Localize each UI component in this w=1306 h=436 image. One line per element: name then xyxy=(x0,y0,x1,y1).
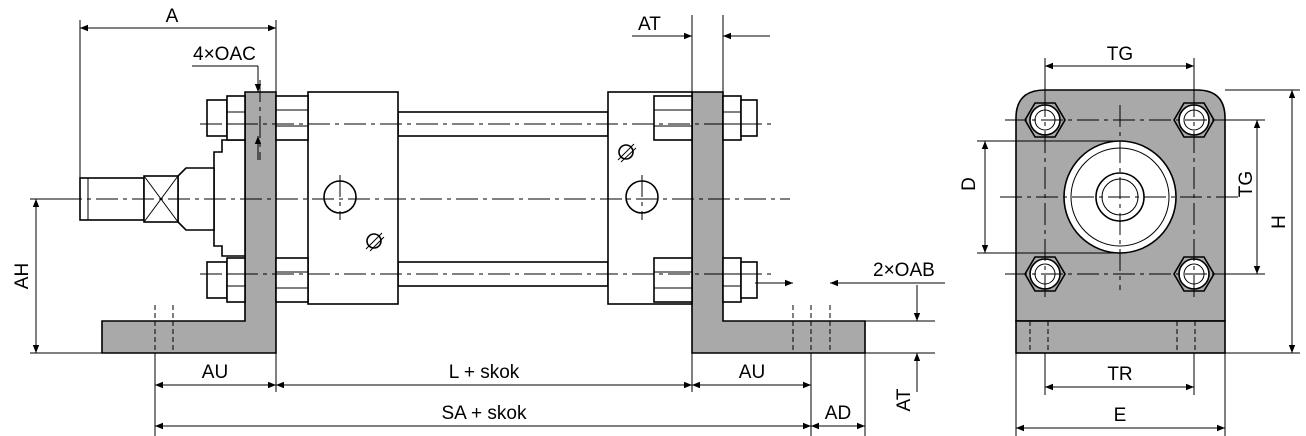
dim-label-D: D xyxy=(959,177,980,191)
nut-left-bottom-1 xyxy=(206,257,246,303)
dim-label-TG-top: TG xyxy=(1107,44,1133,65)
dim-label-AD: AD xyxy=(825,403,851,424)
dim-label-AU-right: AU xyxy=(739,362,765,383)
nut-right-bottom-2 xyxy=(722,257,758,303)
dim-label-TR: TR xyxy=(1107,364,1132,385)
dim-label-AH: AH xyxy=(12,263,33,289)
dimensions: A 4×OAC AT AH 2×OAB AU L + skok AU xyxy=(12,6,1300,436)
front-cushion-screw xyxy=(365,232,385,252)
dim-label-A: A xyxy=(166,6,179,27)
nut-right-top-1 xyxy=(653,95,693,141)
dim-label-SA-skok: SA + skok xyxy=(441,403,527,424)
nut-left-top-1 xyxy=(206,95,246,141)
dim-label-AT-side: AT xyxy=(894,388,915,411)
dim-label-AT-top: AT xyxy=(638,14,661,35)
dim-label-oac: 4×OAC xyxy=(193,44,256,65)
dim-label-H: H xyxy=(1269,215,1290,229)
side-view xyxy=(60,80,866,354)
end-view-foot xyxy=(1015,320,1226,354)
nut-right-top-2 xyxy=(722,95,758,141)
rod-gland xyxy=(213,139,246,257)
dim-label-TG-side: TG xyxy=(1236,171,1257,197)
dim-label-oab: 2×OAB xyxy=(873,260,935,281)
dim-label-L-skok: L + skok xyxy=(449,362,520,383)
nut-left-top-2 xyxy=(275,95,309,141)
dim-label-E: E xyxy=(1114,405,1127,426)
nut-right-bottom-1 xyxy=(653,257,693,303)
right-foot-bracket xyxy=(691,91,866,354)
dim-label-AU-left: AU xyxy=(202,362,228,383)
nut-left-bottom-2 xyxy=(275,257,309,303)
end-view xyxy=(1000,89,1240,354)
rear-cushion-screw xyxy=(617,143,637,163)
